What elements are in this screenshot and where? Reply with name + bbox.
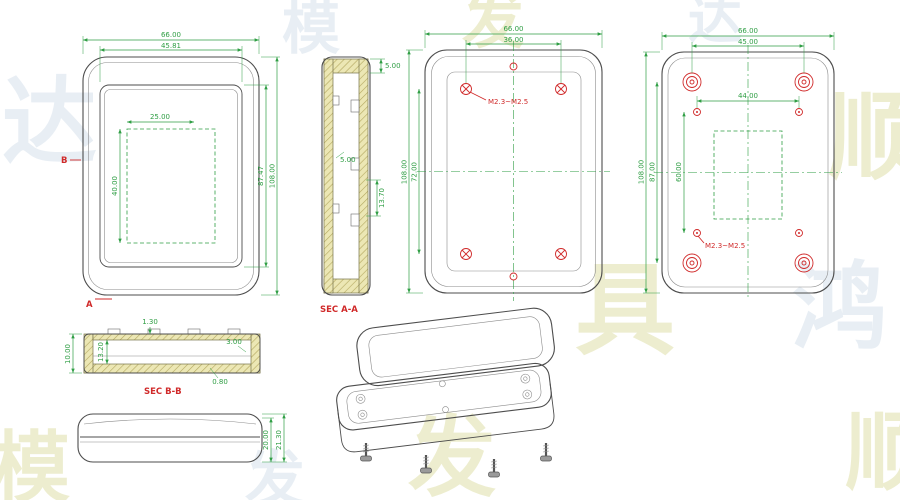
shell-boss [357,409,368,420]
screw-hole [555,248,567,260]
dim-backboss-outer-height: 108.00 [638,160,646,185]
section-aa-view: 5.00 5.00 13.70 SEC A-A [320,56,401,315]
dim-front-pocket-height: 40.00 [111,176,119,196]
section-bb-left-wall [83,333,94,374]
section-bb-view: 1.30 10.00 13.20 0.80 3.00 SEC B-B [64,318,261,397]
dim-side-total-height: 21.30 [275,430,283,450]
side-outline [77,413,263,463]
dim-side-shell-height: 20.00 [262,430,270,450]
shell-boss [442,406,449,413]
exploded-bottom-shell [336,362,555,453]
screw-hole [460,248,472,260]
small-hole [795,229,803,237]
snap-clip [350,157,360,171]
watermark-char: 具 [575,252,675,369]
front-pocket-hidden-line [126,128,216,244]
watermark-char: 顺 [828,83,900,193]
small-hole [693,229,701,237]
front-outer-outline [82,56,260,296]
dim-backboss-boss-width: 45.00 [738,38,758,46]
dim-secbb-height: 10.00 [64,344,72,364]
back-inner-view: M2.3~M2.5 66.00 36.00 108.00 72.00 [401,25,610,301]
section-bb-outline [83,333,261,374]
section-aa-right-wall [358,58,369,294]
back-boss-view: 66.00 45.00 44.00 108.00 87.00 60.00 M2.… [638,27,842,300]
section-bb-right-wall [250,333,261,374]
small-hole [795,108,803,116]
section-aa-left-wall [323,58,334,294]
screw [540,443,552,462]
dim-secaa-depth: 13.70 [378,188,386,208]
snap-clip [350,213,360,227]
screw-hole [460,83,472,95]
exploded-top-cover [356,307,555,387]
screw [420,455,432,474]
small-hole [693,108,701,116]
pocket-hidden-line [713,130,783,220]
corner-boss [682,253,702,273]
snap-clip [187,328,201,335]
thread-spec: M2.3~M2.5 [488,98,528,106]
dim-secaa-top-thickness: 5.00 [385,62,401,70]
dim-backboss-hole-height: 60.00 [675,162,683,182]
dim-front-outer-width: 66.00 [161,31,181,39]
front-window-outline [99,84,243,268]
watermark-char: 达 [688,0,742,51]
side-dome-line [83,418,257,425]
dim-backinner-outer-height: 108.00 [401,160,409,185]
snap-clip [332,95,340,106]
watermark-char: 发 [245,445,305,500]
snap-clip [332,203,340,214]
shell-boss [520,373,531,384]
screw [488,459,500,478]
front-bezel-outline [88,62,254,290]
snap-clip [227,328,241,335]
dim-front-inner-height: 87.47 [257,166,265,186]
dim-backinner-hole-width: 36.00 [503,36,523,44]
corner-boss [794,253,814,273]
shell-boss [355,394,366,404]
section-mark-a: A [86,300,93,310]
section-bb-label: SEC B-B [144,387,182,397]
watermark-char: 顺 [845,404,900,500]
front-view: 66.00 45.81 25.00 40.00 87.47 108.00 B A [61,31,280,310]
dim-backinner-outer-width: 66.00 [503,25,523,33]
watermark-char: 达 [2,68,97,178]
watermark-char: 发 [408,406,496,500]
shell-boss [439,380,446,388]
watermark-char: 鸿 [792,253,887,363]
dim-secaa-wall: 5.00 [340,156,356,164]
dim-backboss-hole-width: 44.00 [738,92,758,100]
dim-secbb-inner-height: 13.20 [97,342,105,362]
watermark-char: 模 [0,424,70,500]
edge-hole [509,62,518,71]
edge-hole [509,272,518,281]
dim-secbb-cover-thickness: 1.30 [142,318,158,326]
front-window-inner [104,89,238,263]
dim-secbb-wall-thickness: 0.80 [212,378,228,386]
screw-hole [555,83,567,95]
section-aa-outline [321,56,371,296]
exploded-view [336,307,555,478]
thread-spec: M2.3~M2.5 [705,242,745,250]
dim-backinner-hole-height: 72.00 [411,162,419,182]
screw [360,443,372,462]
dim-backboss-boss-height: 87.00 [649,162,657,182]
watermark-char: 模 [282,0,340,62]
side-profile-view: 20.00 21.30 [77,413,287,463]
shell-boss [522,389,533,400]
snap-clip [107,328,121,335]
dim-backboss-outer-width: 66.00 [738,27,758,35]
dim-front-inner-width: 45.81 [161,42,181,50]
dim-front-pocket-width: 25.00 [150,113,170,121]
dim-front-outer-height: 108.00 [269,164,277,189]
section-aa-label: SEC A-A [320,305,358,315]
section-mark-b: B [61,156,67,166]
dim-secbb-rib: 3.00 [226,338,242,346]
section-bb-bottom [83,363,261,374]
snap-clip [350,99,360,113]
